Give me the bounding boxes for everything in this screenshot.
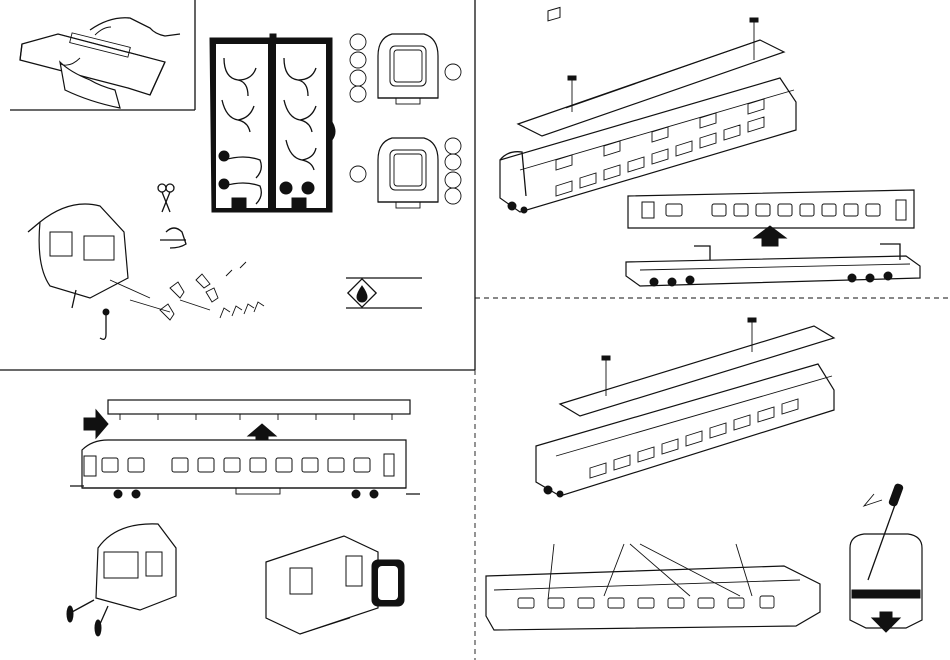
coach-shell-interior <box>486 544 820 630</box>
